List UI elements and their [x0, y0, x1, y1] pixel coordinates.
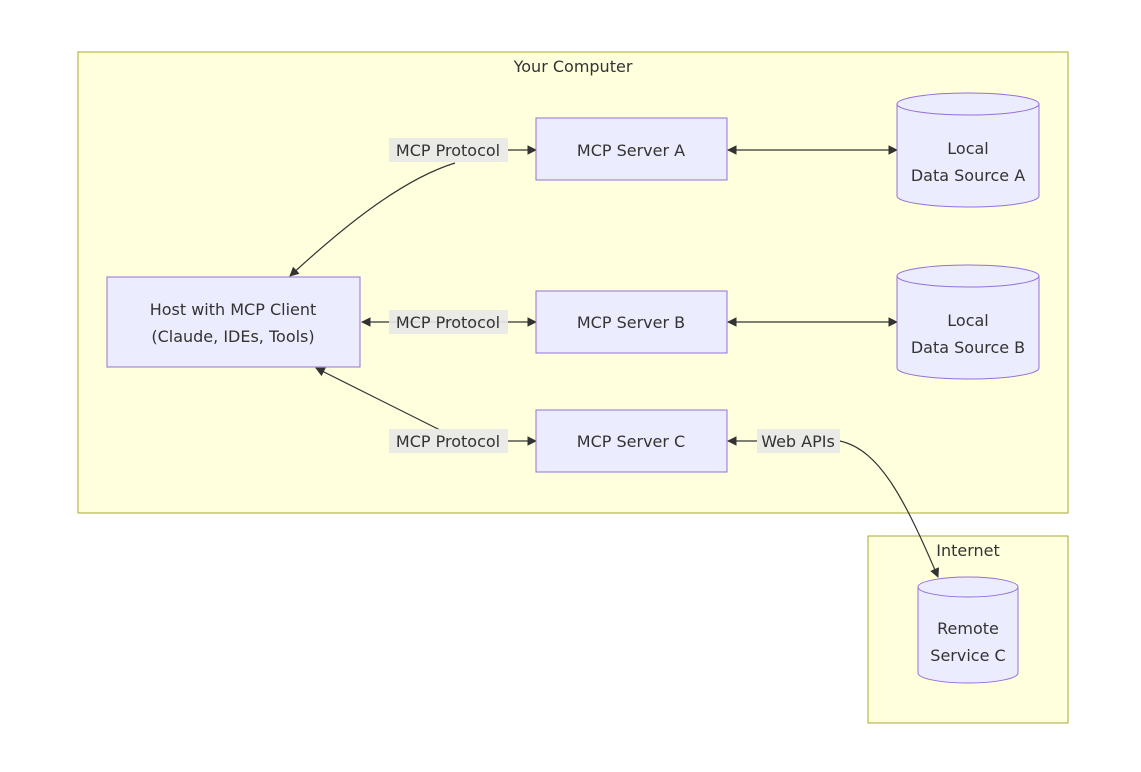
edge-host-server-c-curve [315, 367, 441, 431]
node-server-c: MCP Server C [535, 409, 728, 473]
edge-label-host-a: MCP Protocol [389, 138, 508, 162]
node-data-source-b: Local Data Source B [896, 264, 1040, 380]
svg-text:(Claude, IDEs, Tools): (Claude, IDEs, Tools) [151, 327, 314, 346]
cluster-title: Internet [936, 541, 1000, 560]
edge-label-web-apis: Web APIs [757, 429, 840, 453]
node-remote-service-c: Remote Service C [917, 576, 1019, 684]
svg-text:MCP Protocol: MCP Protocol [396, 432, 500, 451]
svg-text:MCP Server B: MCP Server B [577, 313, 685, 332]
edge-label-host-c: MCP Protocol [389, 429, 508, 453]
edge-host-server-a-curve [289, 162, 456, 277]
node-server-b: MCP Server B [535, 290, 728, 354]
cluster-internet: Internet [867, 535, 1069, 724]
node-server-a: MCP Server A [535, 117, 728, 181]
node-data-source-a: Local Data Source A [896, 92, 1040, 208]
edge-server-c-remote-curve [839, 440, 940, 578]
cluster-title: Your Computer [513, 57, 633, 76]
svg-text:Host with MCP Client: Host with MCP Client [150, 300, 317, 319]
svg-text:MCP Server C: MCP Server C [577, 432, 685, 451]
svg-text:Local: Local [947, 139, 988, 158]
svg-text:Web APIs: Web APIs [761, 432, 835, 451]
svg-text:Remote: Remote [937, 619, 999, 638]
node-host: Host with MCP Client (Claude, IDEs, Tool… [106, 276, 361, 368]
svg-text:Data Source A: Data Source A [911, 166, 1025, 185]
edge-label-host-b: MCP Protocol [389, 310, 508, 334]
svg-text:Service C: Service C [930, 646, 1005, 665]
svg-text:MCP Protocol: MCP Protocol [396, 141, 500, 160]
svg-text:MCP Protocol: MCP Protocol [396, 313, 500, 332]
svg-text:Data Source B: Data Source B [911, 338, 1025, 357]
svg-text:MCP Server A: MCP Server A [577, 141, 685, 160]
svg-text:Local: Local [947, 311, 988, 330]
